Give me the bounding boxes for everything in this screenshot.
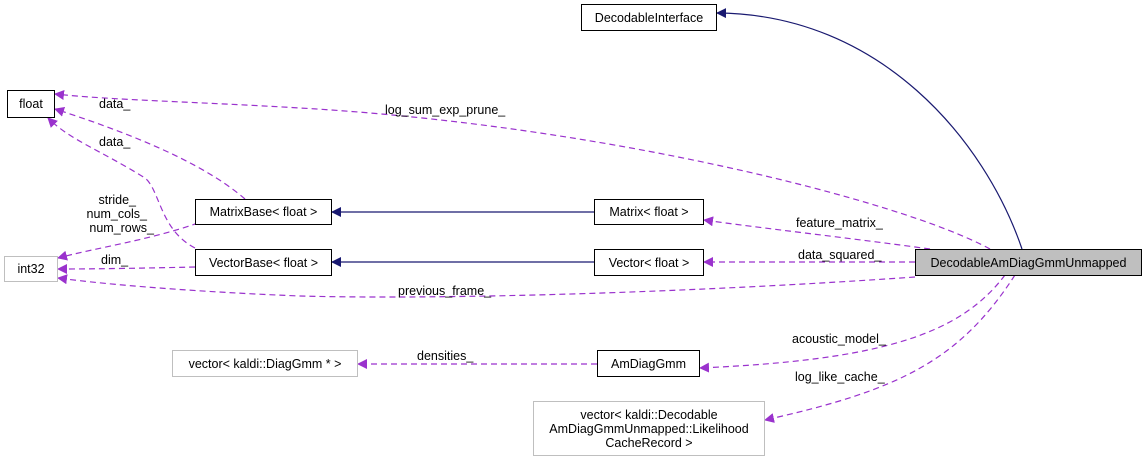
node-vector-likelihood-cache-line1: vector< kaldi::Decodable: [580, 407, 718, 422]
label-log-like-cache: log_like_cache_: [795, 370, 885, 384]
label-num-rows: num_rows_: [89, 221, 154, 235]
node-vector-diag-gmm[interactable]: vector< kaldi::DiagGmm * >: [172, 350, 358, 377]
label-previous-frame: previous_frame_: [398, 284, 492, 298]
node-matrix[interactable]: Matrix< float >: [594, 199, 704, 225]
label-num-cols: num_cols_: [86, 207, 147, 221]
label-acoustic-model: acoustic_model_: [792, 332, 886, 346]
edge-decodableamdiaggmm-to-decodableinterface: [716, 8, 1023, 250]
edge-log-like-cache: [764, 274, 1016, 423]
node-vector[interactable]: Vector< float >: [594, 249, 704, 276]
edge-log-sum-exp-prune: [54, 90, 991, 250]
label-data-vectorbase: data_: [99, 135, 131, 149]
label-stride: stride_: [98, 193, 136, 207]
label-data-matrixbase: data_: [99, 97, 131, 111]
node-vector-likelihood-cache[interactable]: vector< kaldi::Decodable AmDiagGmmUnmapp…: [533, 401, 765, 456]
label-log-sum-exp-prune: log_sum_exp_prune_: [385, 103, 506, 117]
node-vector-base[interactable]: VectorBase< float >: [195, 249, 332, 276]
node-vector-likelihood-cache-line3: CacheRecord >: [605, 435, 693, 450]
node-decodable-am-diag-gmm-unmapped[interactable]: DecodableAmDiagGmmUnmapped: [915, 249, 1142, 276]
label-dim: dim_: [101, 253, 129, 267]
edge-matrixbase-stride: [57, 222, 199, 261]
edge-acoustic-model: [699, 274, 1006, 373]
node-float[interactable]: float: [7, 90, 55, 118]
node-matrix-base[interactable]: MatrixBase< float >: [195, 199, 332, 225]
node-decodable-interface[interactable]: DecodableInterface: [581, 4, 717, 31]
label-feature-matrix: feature_matrix_: [796, 216, 883, 230]
node-vector-likelihood-cache-line2: AmDiagGmmUnmapped::Likelihood: [549, 421, 749, 436]
edge-matrixbase-data: [54, 107, 246, 200]
node-am-diag-gmm[interactable]: AmDiagGmm: [597, 350, 700, 377]
edge-previous-frame: [57, 274, 916, 298]
node-int32[interactable]: int32: [4, 256, 58, 282]
edge-feature-matrix: [703, 216, 931, 250]
edge-vectorbase-data: [47, 117, 196, 249]
edge-vectorbase-dim: [57, 263, 196, 274]
label-densities: densities_: [417, 349, 474, 363]
label-data-squared: data_squared_: [798, 248, 882, 262]
